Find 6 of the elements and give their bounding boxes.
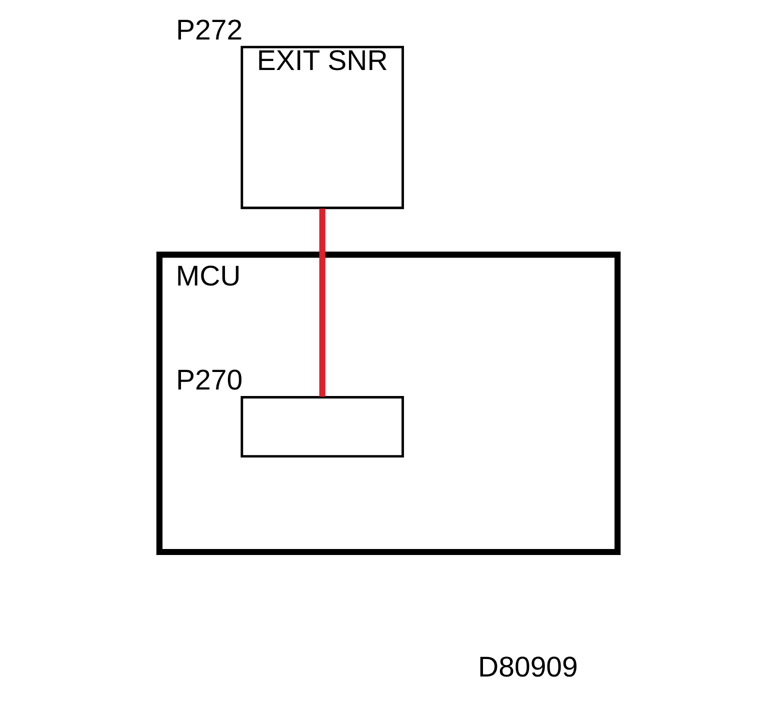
connector (318, 208, 325, 397)
node-box (240, 396, 404, 458)
node-label: P272 (176, 14, 242, 46)
label: D80909 (478, 652, 578, 684)
node-label: P270 (176, 364, 242, 397)
node-box: EXIT SNR (240, 46, 404, 210)
